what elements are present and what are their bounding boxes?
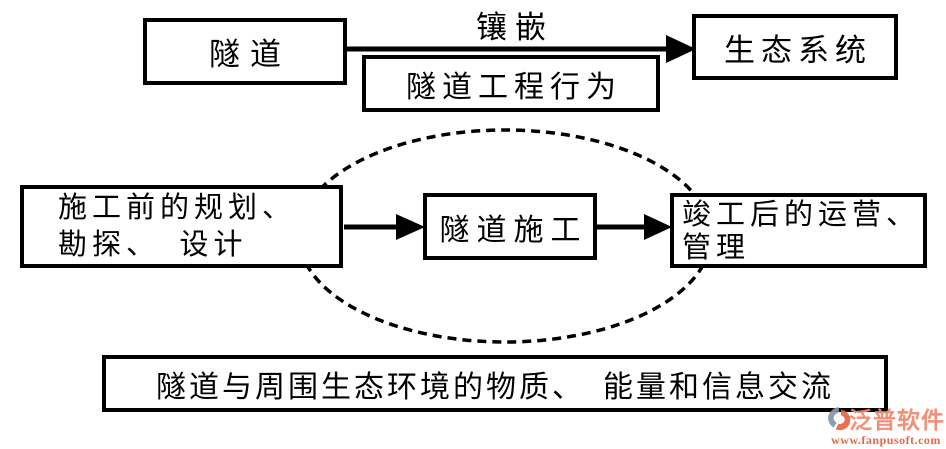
watermark: 泛普软件 www.fanpusoft.com (827, 401, 945, 448)
embed-arrow (347, 35, 696, 63)
arrow-construction-to-operation (596, 214, 672, 240)
tunnel-box: 隧道 (143, 18, 347, 85)
exchange-box: 隧道与周围生态环境的物质、 能量和信息交流 (102, 355, 888, 412)
embed-arrow-label-text: 镶嵌 (476, 10, 554, 45)
fanpu-logo-blue-arc (828, 407, 839, 428)
watermark-url: www.fanpusoft.com (831, 433, 941, 447)
embed-arrow-label: 镶嵌 (445, 2, 585, 47)
construction-box-label: 隧道施工 (439, 213, 588, 247)
pre-construction-line2: 勘探、 设计 (58, 229, 248, 261)
exchange-box-label: 隧道与周围生态环境的物质、 能量和信息交流 (156, 370, 834, 404)
tunnel-box-label: 隧道 (209, 37, 291, 72)
operation-box: 竣工后的运营、 管理 (670, 193, 927, 268)
operation-line2: 管理 (682, 232, 751, 264)
ecosystem-box: 生态系统 (692, 14, 898, 80)
fanpu-logo-orange-arc (835, 409, 851, 431)
operation-line1: 竣工后的运营、 (682, 199, 921, 231)
pre-construction-box: 施工前的规划、 勘探、 设计 (20, 185, 343, 268)
arrow-pre-to-construction (344, 214, 425, 240)
arrow-construction-to-operation-head (644, 214, 672, 240)
watermark-brand-row: 泛普软件 (827, 401, 945, 435)
watermark-brand: 泛普软件 (849, 408, 945, 433)
pre-construction-line1: 施工前的规划、 (58, 192, 297, 224)
arrow-pre-to-construction-head (396, 214, 425, 240)
construction-box: 隧道施工 (423, 193, 597, 260)
ecosystem-box-label: 生态系统 (724, 32, 872, 68)
engineering-behavior-box: 隧道工程行为 (362, 55, 660, 112)
embed-arrow-head (666, 35, 696, 63)
engineering-behavior-box-label: 隧道工程行为 (406, 70, 622, 104)
fanpu-logo-icon (828, 407, 851, 431)
